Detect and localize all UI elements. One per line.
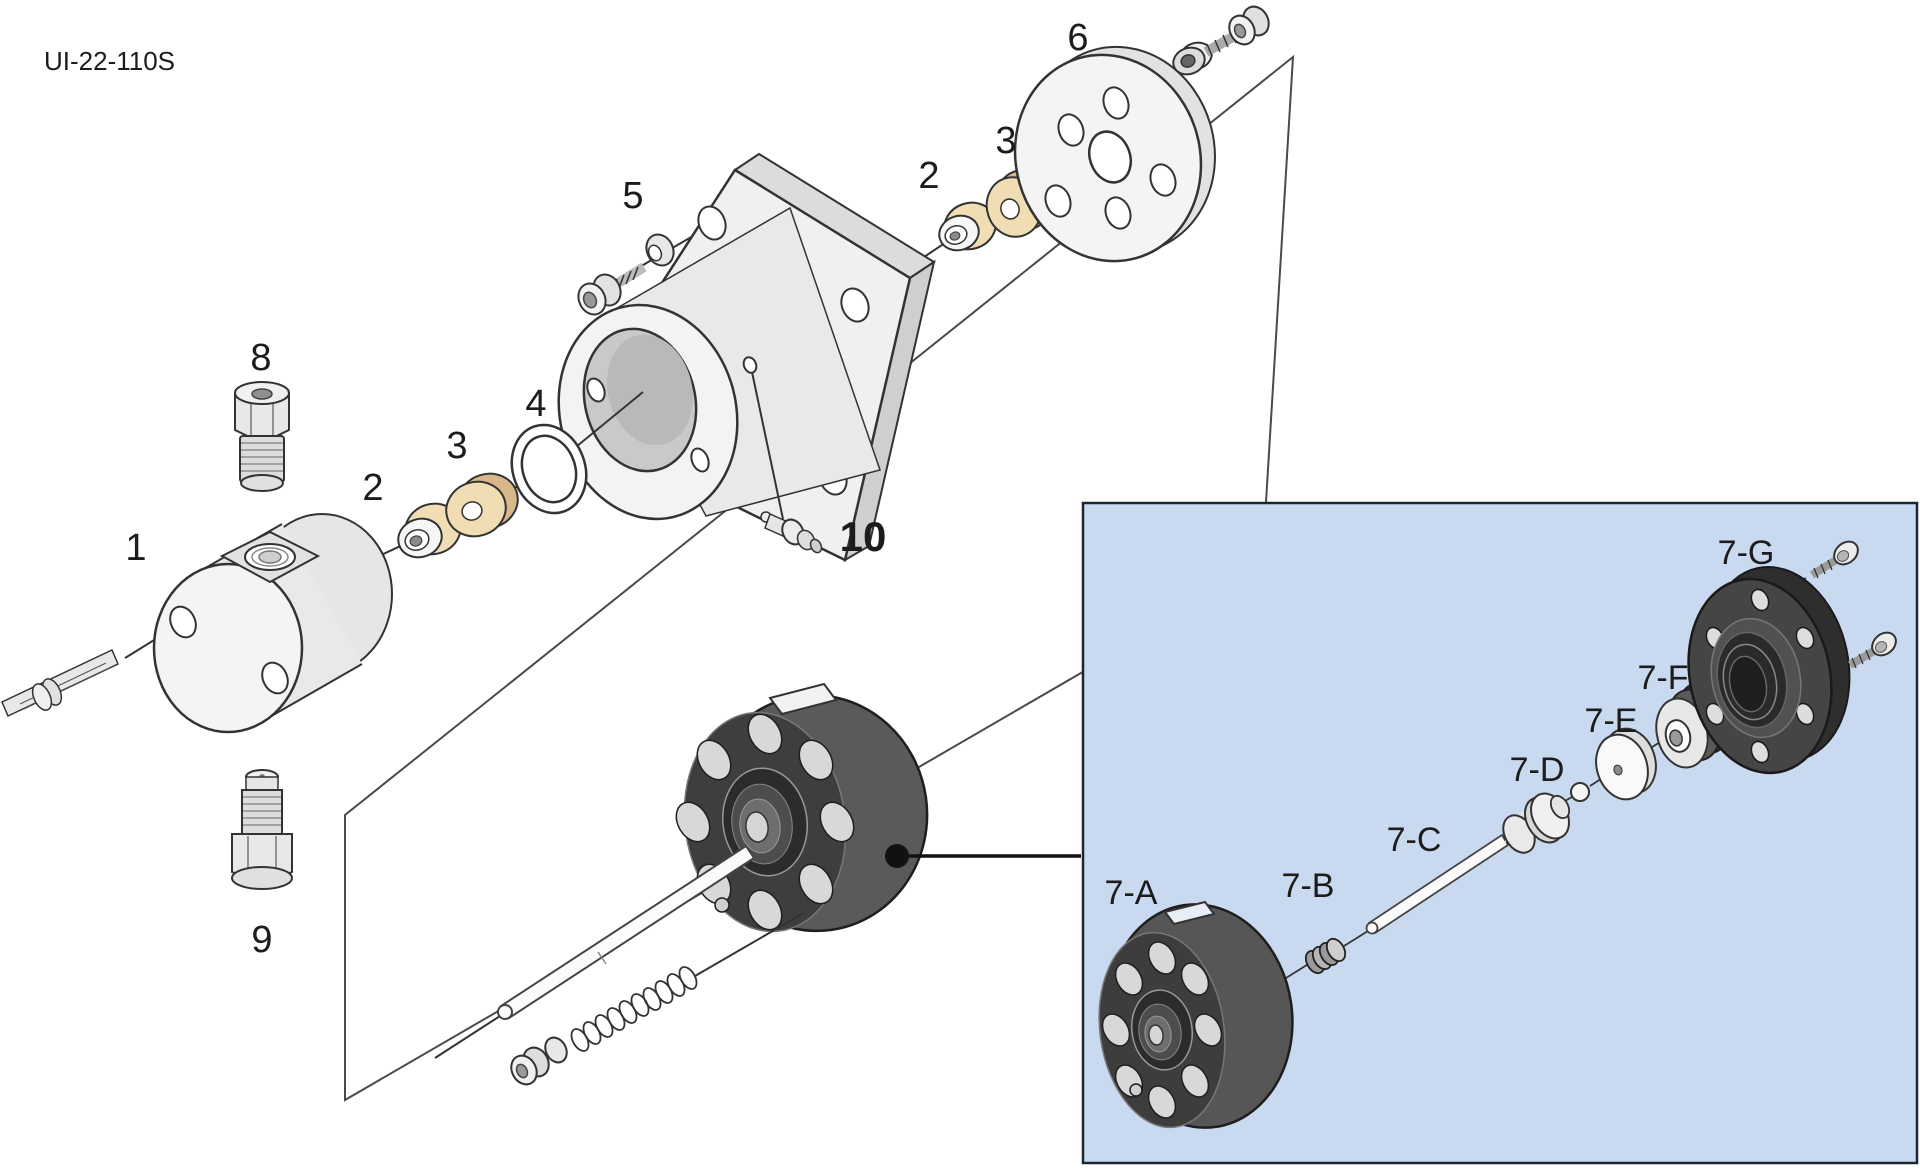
part-label-7f: 7-F — [1638, 659, 1689, 697]
part-7b-spring — [1304, 937, 1347, 975]
part-7c-plunger — [1365, 792, 1571, 935]
spring-screw — [510, 913, 803, 1086]
nut-and-bolt — [1172, 5, 1270, 76]
threaded-rod — [1, 648, 119, 718]
part-5-screw — [577, 233, 675, 316]
part-label-3-right: 3 — [995, 120, 1016, 162]
part-label-3-left: 3 — [446, 425, 467, 467]
part-7g-screw-upper — [1809, 540, 1859, 579]
part-label-7c: 7-C — [1387, 821, 1442, 859]
part-1-valve-body — [152, 513, 393, 734]
part-7g-screw-right — [1847, 631, 1897, 669]
part-label-8: 8 — [250, 337, 271, 379]
projection-plane — [344, 54, 1295, 1102]
part-7e-seal-disc — [1595, 727, 1657, 801]
diagram-code-label: UI-22-110S — [44, 46, 175, 76]
inset-callout — [885, 844, 1081, 868]
part-label-7a: 7-A — [1105, 874, 1158, 912]
part-10-valve-pin — [751, 371, 823, 554]
part-label-10: 10 — [840, 513, 887, 560]
part-7g-flange — [1687, 566, 1851, 775]
part-3-washer-left — [445, 472, 519, 538]
part-label-9: 9 — [251, 919, 272, 961]
plunger-rod — [434, 811, 769, 1059]
part-7a-pump-head — [1098, 900, 1294, 1129]
diagram-labels: UI-22-110S 1 2 3 4 5 2 3 6 8 9 10 7-A 7-… — [44, 17, 1774, 961]
part-label-7e: 7-E — [1585, 702, 1638, 740]
part-2-seal-right — [938, 201, 997, 252]
part-label-7b: 7-B — [1282, 867, 1335, 905]
part-label-4: 4 — [525, 383, 546, 425]
part-8-fitting — [234, 381, 290, 492]
part-label-6: 6 — [1067, 17, 1088, 59]
part-label-2-left: 2 — [362, 467, 383, 509]
part-4-oring — [510, 423, 588, 515]
housing-square-flange — [557, 152, 936, 563]
part-7d-ball — [1570, 782, 1590, 802]
part-9-fitting — [231, 769, 293, 890]
part-label-7g: 7-G — [1718, 534, 1775, 572]
part-6-flange-disc — [1013, 45, 1216, 263]
part-label-5: 5 — [622, 175, 643, 217]
part-label-1: 1 — [125, 527, 146, 569]
part-label-2-right: 2 — [918, 155, 939, 197]
part-label-7d: 7-D — [1510, 751, 1565, 789]
